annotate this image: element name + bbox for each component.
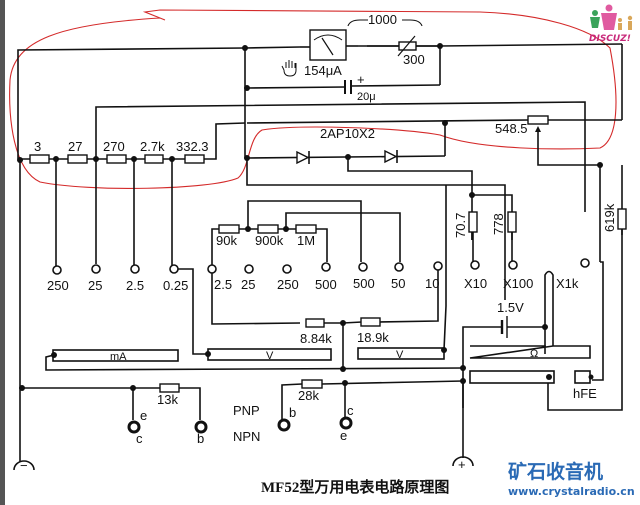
meter-resistance-label: 1000: [368, 12, 397, 27]
terminal-250ma[interactable]: [52, 265, 62, 275]
discuz-logo: DISCUZ!: [589, 4, 633, 44]
terminal-25v[interactable]: [244, 264, 254, 274]
diode-label: 2AP10X2: [320, 126, 375, 141]
voltage-resistor-3: 1M: [297, 233, 315, 248]
transistor-test: 13k e c b PNP NPN 28k b c e: [19, 378, 466, 446]
voltage-resistor-2: 900k: [255, 233, 284, 248]
voltage-range-2: 25: [241, 277, 255, 292]
trim-resistor-label: 300: [403, 52, 425, 67]
pot-label: 548.5: [495, 121, 528, 136]
terminal-x10[interactable]: [470, 260, 480, 270]
pin-right-c: c: [347, 403, 354, 418]
capacitor-polarity: +: [357, 72, 365, 87]
terminal-2-5ma[interactable]: [130, 264, 140, 274]
ohm-resistor-2: 778: [491, 213, 506, 235]
socket-right-ce[interactable]: [339, 416, 353, 430]
npn-label: NPN: [233, 429, 260, 444]
hfe-switch-bar[interactable]: [469, 370, 555, 384]
terminal-500v-2[interactable]: [358, 262, 368, 272]
voltage-range-5: 500: [353, 276, 375, 291]
pin-left-e: e: [140, 408, 147, 423]
top-wiring: [17, 43, 623, 300]
shunt-resistor-1: 3: [34, 139, 41, 154]
galvanometer: 1000 154μA: [300, 12, 423, 78]
current-range-1: 250: [47, 278, 69, 293]
voltage-resistor-1: 90k: [216, 233, 237, 248]
ohm-range-3: X1k: [556, 276, 579, 291]
battery-and-ohm-switch: 1.5V Ω hFE: [462, 270, 597, 408]
crystalradio-watermark: 矿石收音机 www.crystalradio.cn: [508, 460, 635, 498]
negative-probe-label: −: [20, 458, 28, 473]
function-switches: mA V V: [45, 185, 466, 372]
voltage-range-6: 50: [391, 276, 405, 291]
voltage-range-1: 2.5: [214, 277, 232, 292]
switch-ma-label: mA: [110, 351, 127, 363]
transistor-resistor-2: 28k: [298, 388, 319, 403]
pnp-label: PNP: [233, 403, 260, 418]
switch-v2-label: V: [396, 349, 404, 361]
voltage-range-4: 500: [315, 277, 337, 292]
pin-left-b: b: [197, 431, 204, 446]
voltage-range-3: 250: [277, 277, 299, 292]
v-switch-bar-2[interactable]: [357, 347, 445, 360]
watermark-url: www.crystalradio.cn: [508, 485, 635, 498]
positive-probe-jack[interactable]: [452, 456, 474, 467]
watermark-cn: 矿石收音机: [508, 460, 603, 483]
mid-resistor-2: 18.9k: [357, 330, 389, 345]
ohm-range-1: X10: [464, 276, 487, 291]
pin-right-e: e: [340, 428, 347, 443]
hand-cursor-icon: [281, 60, 297, 77]
shunt-chain: 3 27 270 2.7k 332.3: [17, 139, 209, 462]
positive-probe-label: +: [458, 457, 466, 472]
meter-current-label: 154μA: [304, 63, 342, 78]
terminal-250v[interactable]: [282, 264, 292, 274]
socket-left-ec[interactable]: [127, 420, 141, 434]
mid-resistor-1: 8.84k: [300, 331, 332, 346]
hfe-label: hFE: [573, 386, 597, 401]
shunt-resistor-5: 332.3: [176, 139, 209, 154]
terminal-0-25ma[interactable]: [169, 264, 179, 274]
terminal-500v-1[interactable]: [321, 262, 331, 272]
probe-terminals: − +: [13, 381, 474, 473]
current-range-2: 25: [88, 278, 102, 293]
switch-v1-label: V: [266, 350, 274, 362]
pot-548-5: 548.5: [495, 115, 549, 136]
voltage-range-7: 10: [425, 276, 439, 291]
shunt-resistor-2: 27: [68, 139, 82, 154]
hfe-resistor: 619k: [547, 203, 627, 411]
diodes-2ap10: 2AP10X2: [296, 126, 398, 165]
capacitor-20u: + 20μ: [344, 72, 376, 103]
hfe-switch-contact[interactable]: [574, 370, 591, 384]
discuz-text: DISCUZ!: [589, 34, 631, 44]
terminal-25ma[interactable]: [91, 264, 101, 274]
terminal-x1k-contact[interactable]: [580, 258, 590, 268]
negative-probe-jack[interactable]: [13, 460, 35, 471]
terminal-10v[interactable]: [433, 261, 443, 271]
current-terminals: 250 25 2.5 0.25: [47, 264, 207, 355]
battery-label: 1.5V: [497, 300, 524, 315]
ohm-resistors: 70.7 778 X10 X100 X1k: [453, 211, 590, 291]
current-range-3: 2.5: [126, 278, 144, 293]
terminal-x100[interactable]: [508, 260, 518, 270]
capacitor-label: 20μ: [357, 91, 376, 103]
diagram-title: MF52型万用电表电路原理图: [261, 478, 449, 496]
shunt-resistor-4: 2.7k: [140, 139, 165, 154]
trim-resistor-300: 300: [358, 35, 440, 67]
red-annotation-outline: [9, 9, 617, 189]
hfe-resistor-label: 619k: [602, 203, 617, 232]
terminal-2-5v[interactable]: [207, 264, 217, 274]
ohm-range-2: X100: [503, 276, 533, 291]
pin-left-c: c: [136, 431, 143, 446]
pin-right-b: b: [289, 405, 296, 420]
left-window-border: [0, 0, 5, 505]
shunt-resistor-3: 270: [103, 139, 125, 154]
transistor-resistor-1: 13k: [157, 392, 178, 407]
voltage-chain: 90k 900k 1M 2.5 25 250 500 500 50 10 8.8…: [207, 200, 443, 370]
ohm-resistor-1: 70.7: [453, 213, 468, 238]
switch-ohm-label: Ω: [530, 348, 538, 360]
current-range-4: 0.25: [163, 278, 188, 293]
socket-left-b[interactable]: [194, 420, 208, 434]
terminal-50v[interactable]: [394, 262, 404, 272]
socket-right-b[interactable]: [277, 418, 291, 432]
